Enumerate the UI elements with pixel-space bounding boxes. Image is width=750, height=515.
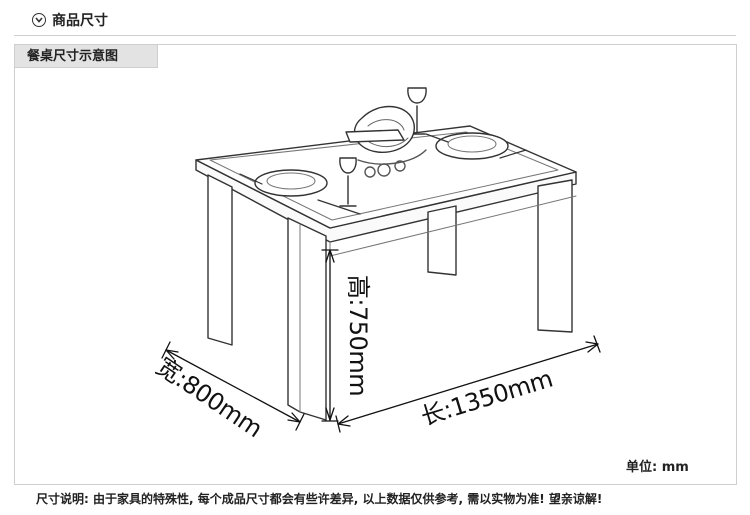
section-header: 商品尺寸 xyxy=(32,8,108,32)
unit-label: 单位: mm xyxy=(626,460,689,475)
panel-tab: 餐桌尺寸示意图 xyxy=(15,45,158,68)
size-note: 尺寸说明: 由于家具的特殊性, 每个成品尺寸都会有些许差异, 以上数据仅供参考,… xyxy=(36,490,602,507)
size-note-label: 尺寸说明: xyxy=(36,492,89,506)
diagram-panel: 餐桌尺寸示意图 xyxy=(14,44,737,485)
height-dimension-label: 高:750mm xyxy=(344,274,373,397)
header-divider xyxy=(14,35,736,36)
section-title: 商品尺寸 xyxy=(52,13,108,29)
chevron-down-icon xyxy=(32,13,46,27)
size-note-text: 由于家具的特殊性, 每个成品尺寸都会有些许差异, 以上数据仅供参考, 需以实物为… xyxy=(93,492,603,506)
